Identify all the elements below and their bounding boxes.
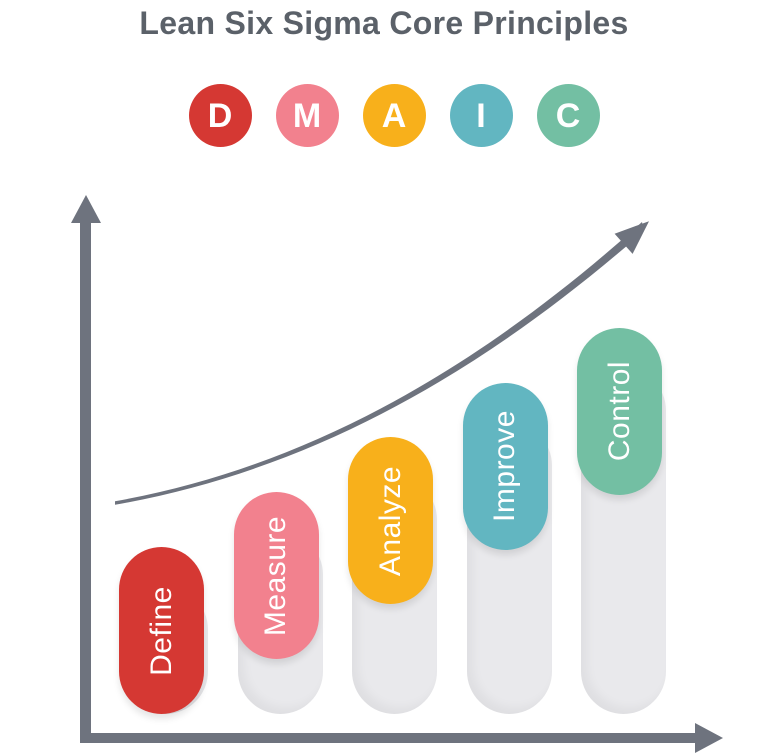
bar-analyze: Analyze	[348, 437, 434, 605]
y-axis-arrowhead-icon	[70, 195, 101, 223]
bar-label: Analyze	[373, 465, 407, 577]
bar-control: Control	[577, 327, 663, 495]
x-axis-arrowhead-icon	[695, 723, 723, 753]
bar-label: Define	[144, 585, 178, 676]
bar-measure: Measure	[233, 492, 319, 660]
bar-label: Improve	[488, 410, 522, 523]
page-title: Lean Six Sigma Core Principles	[139, 5, 629, 41]
trend-arrowhead-icon	[614, 221, 649, 254]
dmaic-letter: C	[555, 96, 581, 135]
bar-improve: Improve	[462, 382, 548, 550]
dmaic-circle-a: A	[362, 84, 426, 147]
dmaic-letter: A	[381, 96, 407, 135]
x-axis-line	[80, 733, 696, 743]
dmaic-letter: I	[476, 96, 486, 135]
bar-label: Control	[602, 361, 636, 462]
y-axis-line	[80, 221, 91, 743]
dmaic-circle-i: I	[449, 84, 513, 147]
dmaic-letter: D	[207, 96, 233, 135]
bar-label: Measure	[259, 515, 293, 636]
dmaic-circle-c: C	[536, 84, 600, 147]
bar-define: Define	[119, 547, 204, 714]
dmaic-letter: M	[292, 96, 322, 135]
dmaic-circle-m: M	[275, 84, 339, 147]
dmaic-circle-d: D	[188, 84, 252, 147]
